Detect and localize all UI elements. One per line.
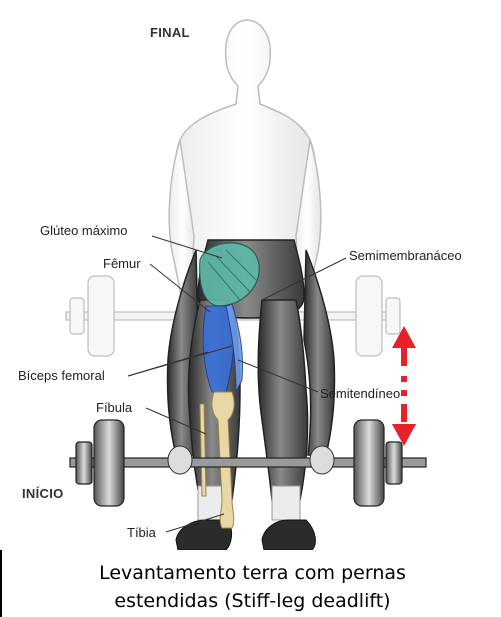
label-leader-lines [127,235,347,533]
caption-line-1: Levantamento terra com pernas [99,562,406,584]
label-tibia: Tíbia [127,525,156,540]
label-biceps-femoris: Bíceps femoral [18,368,105,383]
gluteus-muscle [199,242,260,307]
phase-final-label: FINAL [150,25,190,40]
caption-line-2: estendidas (Stiff-leg deadlift) [114,590,391,612]
caption: Levantamento terra com pernas estendidas… [0,550,501,617]
start-barbell [69,419,427,507]
label-femur: Fêmur [103,256,141,271]
label-semimembranosus: Semimembranáceo [349,248,462,263]
phase-start-label: INÍCIO [22,486,64,501]
label-gluteus: Glúteo máximo [40,223,128,238]
movement-arrow [392,326,416,446]
label-fibula: Fíbula [96,400,133,415]
left-hand [167,445,193,475]
label-semitendinosus: Semitendíneo [320,386,401,401]
hamstring-muscles [202,303,243,393]
right-hand [309,445,335,475]
